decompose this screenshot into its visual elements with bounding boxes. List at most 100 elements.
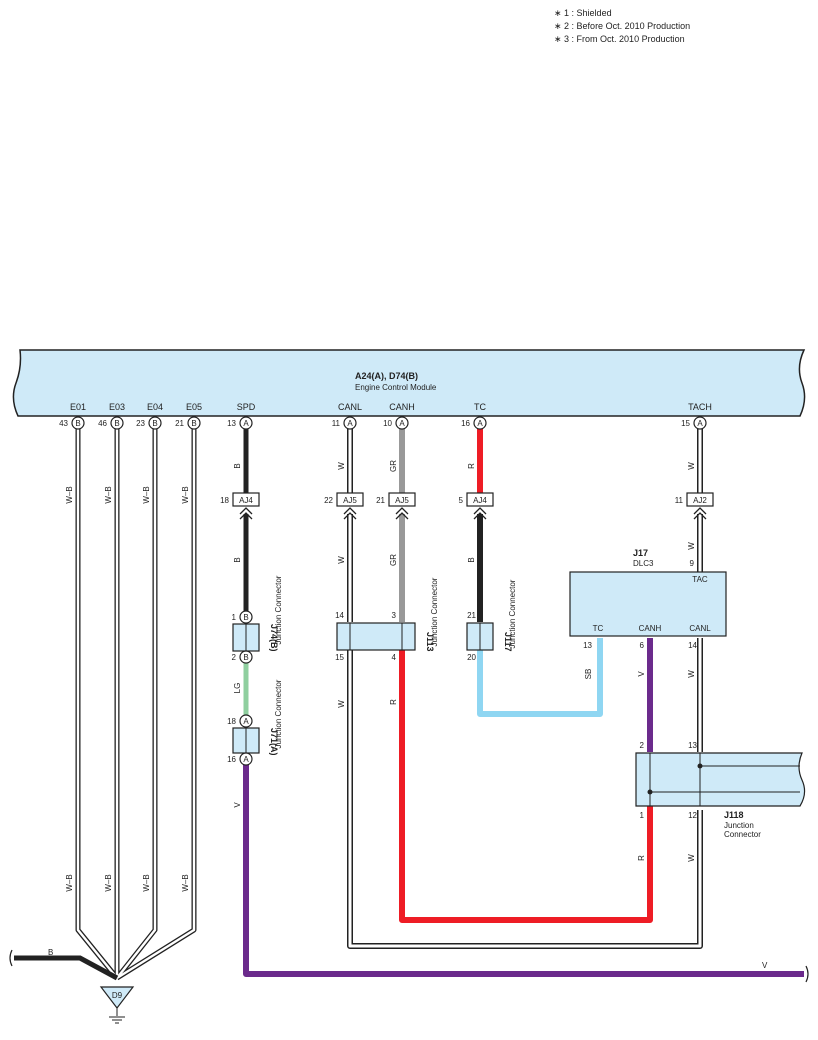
ecm-code: A24(A), D74(B) <box>355 371 418 381</box>
term-e04: E04 <box>147 402 163 412</box>
wire-b-ground: B <box>9 948 119 981</box>
ecm-pin-numbers: 43 46 23 21 13 11 10 16 15 <box>59 419 690 428</box>
wire-label-lg: LG <box>233 683 242 694</box>
connector-aj4-tc: AJ4 5 <box>459 492 494 520</box>
ring-e04: B <box>148 416 162 430</box>
junction-j74: B 1 B 2 J74(B) Junction Connector <box>232 575 283 664</box>
svg-text:9: 9 <box>690 559 695 568</box>
note-2: ∗ 2 : Before Oct. 2010 Production <box>554 21 690 31</box>
svg-text:14: 14 <box>688 641 697 650</box>
svg-text:A: A <box>697 419 703 428</box>
svg-text:18: 18 <box>220 496 229 505</box>
pin-spd: 13 <box>227 419 236 428</box>
svg-text:20: 20 <box>467 653 476 662</box>
ground-wire-labels: W–B W–B W–B W–B W–B W–B W–B W–B <box>65 486 190 891</box>
j118-desc-1: Junction <box>724 821 754 830</box>
ring-canh: A <box>395 416 409 430</box>
j117-desc: Junction Connector <box>508 579 517 648</box>
svg-text:AJ2: AJ2 <box>693 496 707 505</box>
j117-code: J117 <box>503 632 513 652</box>
ring-spd: A <box>239 416 253 430</box>
chevron-up-icon <box>343 507 357 520</box>
j74-desc: Junction Connector <box>274 575 283 644</box>
svg-text:2: 2 <box>232 653 237 662</box>
term-canl: CANL <box>338 402 362 412</box>
wire-label-v-spd: V <box>233 802 242 808</box>
chevron-up-icon <box>395 507 409 520</box>
wire-spd <box>243 428 809 983</box>
svg-text:2: 2 <box>640 741 645 750</box>
wire-label-wb-e04: W–B <box>142 486 151 503</box>
ecm-terminal-rings: B B B B A A A A A <box>71 416 707 430</box>
svg-text:16: 16 <box>227 755 236 764</box>
svg-text:18: 18 <box>227 717 236 726</box>
pin-e03: 46 <box>98 419 107 428</box>
connector-aj4-spd: AJ4 18 <box>220 492 260 520</box>
connector-aj5-canh: AJ5 21 <box>376 492 416 520</box>
pin-e04: 23 <box>136 419 145 428</box>
ground-wires <box>75 428 197 981</box>
wire-tc <box>477 428 603 717</box>
svg-text:13: 13 <box>583 641 592 650</box>
svg-text:4: 4 <box>392 653 397 662</box>
wire-label-wb-e03-low: W–B <box>104 874 113 891</box>
ecm-body <box>12 349 806 417</box>
j71-code: J71(A) <box>269 728 279 756</box>
j118-desc-2: Connector <box>724 830 761 839</box>
ring-tach: A <box>693 416 707 430</box>
dlc3-j17: J17 DLC3 TAC TC CANH CANL 9 13 6 14 <box>569 548 727 650</box>
junction-j71: A 18 A 16 J71(A) Junction Connector <box>227 679 283 766</box>
svg-text:1: 1 <box>640 811 645 820</box>
wire-label-w-canl-1: W <box>337 462 346 470</box>
j17-term-canh: CANH <box>639 624 662 633</box>
wire-label-b-ground: B <box>48 948 53 957</box>
ground-d9-label: D9 <box>112 991 123 1000</box>
j113-desc: Junction Connector <box>430 577 439 646</box>
pin-canl: 11 <box>332 419 341 428</box>
svg-text:15: 15 <box>335 653 344 662</box>
wire-label-sb: SB <box>584 669 593 680</box>
wire-label-r-canh: R <box>389 699 398 705</box>
svg-text:A: A <box>243 717 249 726</box>
svg-text:11: 11 <box>675 496 684 505</box>
ring-tc: A <box>473 416 487 430</box>
j17-term-canl: CANL <box>689 624 711 633</box>
j17-name: DLC3 <box>633 559 654 568</box>
wire-label-wb-e01-low: W–B <box>65 874 74 891</box>
svg-text:21: 21 <box>376 496 385 505</box>
j118-code: J118 <box>724 810 744 820</box>
term-canh: CANH <box>389 402 415 412</box>
svg-text:5: 5 <box>459 496 464 505</box>
svg-text:B: B <box>152 419 157 428</box>
j74-code: J74(B) <box>269 624 279 652</box>
wire-canh <box>399 428 653 923</box>
j71-desc: Junction Connector <box>274 679 283 748</box>
ring-e03: B <box>110 416 124 430</box>
svg-text:A: A <box>347 419 353 428</box>
pin-e01: 43 <box>59 419 68 428</box>
svg-text:14: 14 <box>335 611 344 620</box>
svg-text:1: 1 <box>232 613 237 622</box>
connector-aj2-tach: AJ2 11 <box>675 492 714 520</box>
svg-text:21: 21 <box>467 611 476 620</box>
svg-text:A: A <box>243 755 249 764</box>
j113-code: J113 <box>425 632 435 652</box>
pin-e05: 21 <box>175 419 184 428</box>
ring-e01: B <box>71 416 85 430</box>
j17-code: J17 <box>633 548 648 558</box>
ring-canl: A <box>343 416 357 430</box>
wire-label-wb-e05-low: W–B <box>181 874 190 891</box>
wire-label-w-tach-1: W <box>687 462 696 470</box>
svg-text:B: B <box>243 653 248 662</box>
junction-j118: 2 13 1 12 J118 Junction Connector <box>635 741 806 839</box>
wire-label-v-dlc3: V <box>637 671 646 677</box>
svg-text:B: B <box>243 613 248 622</box>
j17-term-tac: TAC <box>692 575 708 584</box>
wire-label-wb-e05: W–B <box>181 486 190 503</box>
pin-tc: 16 <box>461 419 470 428</box>
pin-tach: 15 <box>681 419 690 428</box>
term-tc: TC <box>474 402 486 412</box>
wire-label-r-j118: R <box>637 855 646 861</box>
engine-control-module: A24(A), D74(B) Engine Control Module E01… <box>12 349 806 417</box>
